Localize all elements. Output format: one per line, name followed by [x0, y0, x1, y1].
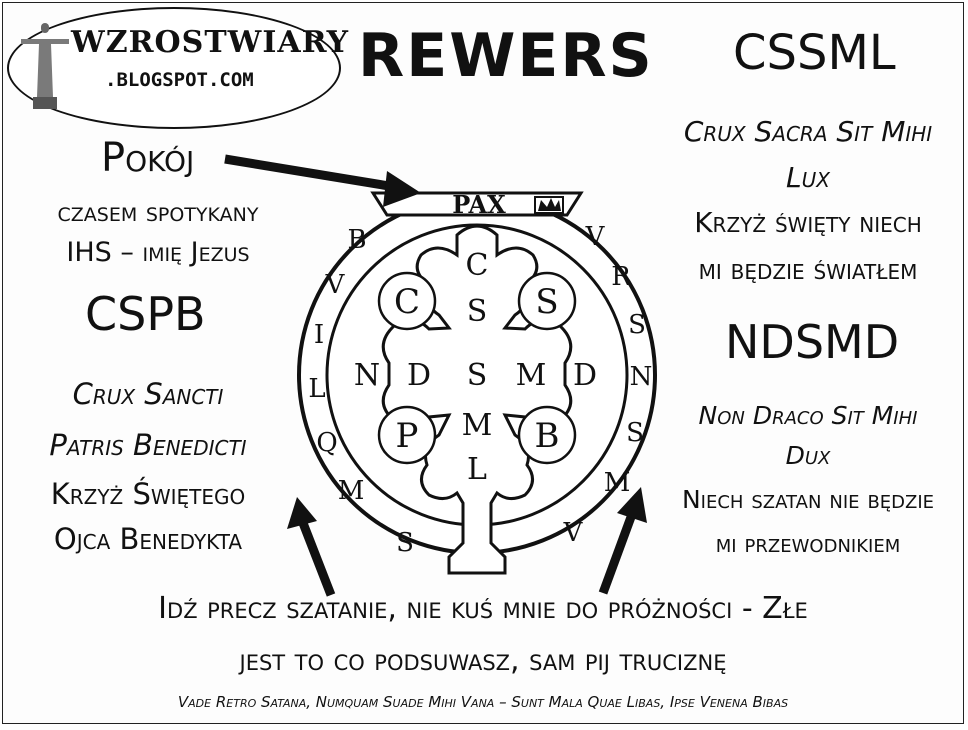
crown-icon: [534, 196, 564, 214]
pax-note-2: IHS – imię Jezus: [66, 237, 250, 268]
pax-note-1: czasem spotykany: [57, 197, 259, 228]
ring-letter: Q: [316, 428, 337, 458]
ring-letter: M: [338, 476, 365, 506]
logo-badge[interactable]: WZROSTWIARY .BLOGSPOT.COM: [7, 7, 348, 129]
cspb-polish-2: Ojca Benedykta: [53, 522, 243, 556]
logo-title: WZROSTWIARY: [71, 25, 350, 60]
ring-letter: N: [630, 362, 653, 392]
corner-letter: B: [535, 416, 560, 456]
cross-letter: C: [466, 248, 489, 283]
ring-letter: S: [628, 310, 646, 340]
cspb-polish-1: Krzyż Świętego: [50, 477, 246, 511]
ring-letter: B: [347, 225, 366, 255]
ring-letter: M: [604, 468, 631, 498]
ndsmd-polish-2: mi przewodnikiem: [715, 529, 901, 558]
ring-letter: I: [314, 320, 324, 350]
ndsmd-polish-1: Niech szatan nie będzie: [681, 485, 935, 514]
exorcism-polish-2: jest to co podsuwasz, sam pij truciznę: [239, 643, 727, 678]
cspb-latin-2: Patris Benedicti: [49, 428, 247, 462]
ring-letter: L: [308, 374, 325, 404]
pax-cartouche: [370, 191, 584, 217]
ring-letter: V: [585, 222, 606, 252]
ndsmd-latin-2: Dux: [785, 441, 831, 470]
cssml-acronym: CSSML: [733, 25, 896, 81]
cross-letter: D: [573, 358, 597, 393]
cross-letter: D: [407, 358, 431, 393]
cssml-latin-2: Lux: [786, 161, 830, 194]
ring-letter: V: [325, 270, 346, 300]
ndsmd-latin-1: Non Draco Sit Mihi: [698, 401, 918, 430]
ring-letter: R: [611, 262, 632, 292]
exorcism-polish-1: Idź precz szatanie, nie kuś mnie do próż…: [158, 591, 808, 626]
cross-letter: N: [354, 358, 380, 393]
logo-subtitle: .BLOGSPOT.COM: [105, 69, 254, 91]
christ-statue-icon: [21, 23, 69, 109]
cspb-acronym: CSPB: [85, 287, 206, 341]
pax-translation: Pokój: [101, 135, 195, 181]
cross-letter: S: [467, 294, 488, 329]
corner-letter: S: [535, 282, 558, 322]
ring-letter: V: [563, 518, 584, 548]
cssml-polish-2: mi będzie światłem: [698, 253, 918, 286]
ring-letter: S: [396, 528, 414, 558]
cross-letter: M: [516, 358, 547, 393]
corner-letter: C: [394, 282, 420, 322]
cssml-polish-1: Krzyż święty niech: [694, 206, 922, 239]
cross-letter: S: [467, 358, 488, 393]
cspb-latin-1: Crux Sancti: [72, 377, 224, 411]
corner-letter: P: [396, 416, 419, 456]
page-title: REWERS: [358, 21, 654, 91]
exorcism-latin: Vade Retro Satana, Numquam Suade Mihi Va…: [177, 693, 789, 711]
saint-benedict-medal: PAX C S P B C S M L N D S M D B V I L: [297, 190, 657, 575]
cross-letter: M: [462, 408, 493, 443]
ring-letter: S: [626, 418, 644, 448]
cssml-latin-1: Crux Sacra Sit Mihi: [683, 115, 933, 148]
pax-label: PAX: [452, 190, 506, 219]
cross-letter: L: [467, 452, 487, 487]
ndsmd-acronym: NDSMD: [725, 315, 900, 369]
